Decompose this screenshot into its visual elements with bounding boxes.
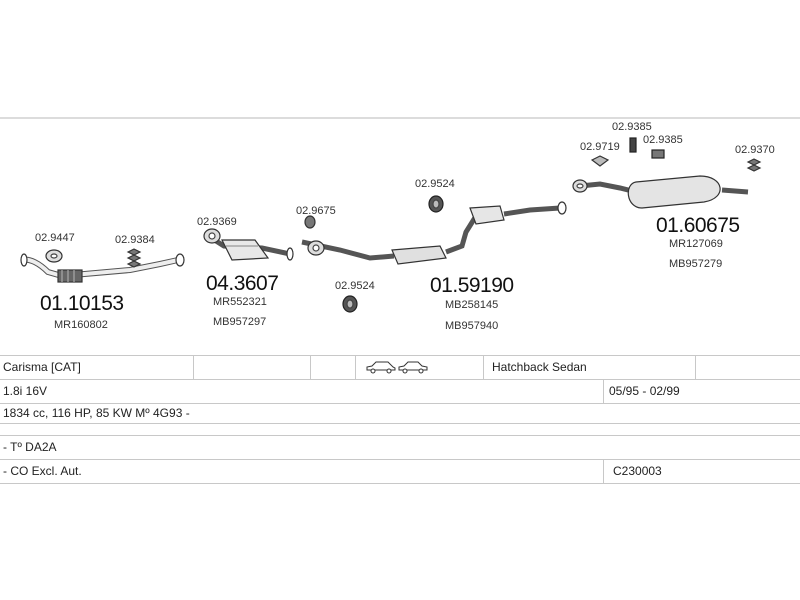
- part-reference: MB957940: [445, 320, 499, 332]
- spring-bolt-icon: [126, 248, 142, 268]
- part-reference: MB957279: [669, 258, 723, 270]
- exhaust-parts-drawing: [20, 137, 762, 313]
- table-divider: [695, 355, 696, 379]
- table-divider: [355, 355, 356, 379]
- model-name: Carisma [CAT]: [3, 360, 81, 374]
- fitting-code: 02.9524: [335, 280, 375, 292]
- fitting-code: 02.9370: [735, 144, 775, 156]
- table-divider: [483, 355, 484, 379]
- table-divider: [603, 459, 604, 483]
- rubber-hanger-icon: [651, 149, 665, 159]
- fitting-code: 02.9675: [296, 205, 336, 217]
- fitting-code: 02.9384: [115, 234, 155, 246]
- body-type-icons: [366, 355, 428, 379]
- body-type-label: Hatchback Sedan: [492, 360, 587, 374]
- table-divider: [0, 435, 800, 436]
- gasket-fitting-icon: [590, 155, 610, 167]
- front-pipe-part: [20, 253, 185, 283]
- table-divider: [0, 483, 800, 484]
- part-number: 01.10153: [40, 292, 124, 315]
- part-number: 01.60675: [656, 214, 740, 237]
- part-number: 04.3607: [206, 272, 279, 295]
- car-body-icons: [366, 361, 428, 374]
- table-row: 1.8i 16V 05/95 - 02/99: [0, 379, 800, 403]
- rubber-hanger-icon: [629, 137, 637, 153]
- rear-silencer-part: [572, 175, 749, 209]
- fitting-code: 02.9524: [415, 178, 455, 190]
- fitting-code: 02.9447: [35, 232, 75, 244]
- part-reference: MR552321: [213, 296, 267, 308]
- fitting-code: 02.9385: [612, 121, 652, 133]
- table-divider: [0, 459, 800, 460]
- part-reference: MR127069: [669, 238, 723, 250]
- middle-silencer-part: [301, 201, 567, 265]
- gasket-fitting-icon: [45, 249, 63, 263]
- part-reference: MB957297: [213, 316, 267, 328]
- table-divider: [0, 423, 800, 424]
- engine-specs: 1834 cc, 116 HP, 85 KW Mº 4G93 -: [3, 406, 190, 420]
- table-divider: [0, 355, 800, 356]
- production-years: 05/95 - 02/99: [609, 384, 680, 398]
- part-number: 01.59190: [430, 274, 514, 297]
- catalytic-converter-part: [203, 228, 294, 261]
- table-divider: [0, 403, 800, 404]
- sedan-car-icon: [398, 361, 428, 374]
- table-divider: [603, 379, 604, 403]
- table-row: Carisma [CAT] Hatchback Sedan: [0, 355, 800, 379]
- fitting-code: 02.9385: [643, 134, 683, 146]
- part-reference: MR160802: [54, 319, 108, 331]
- table-divider: [0, 379, 800, 380]
- rubber-hanger-icon: [342, 295, 358, 313]
- table-divider: [310, 355, 311, 379]
- table-row: - CO Excl. Aut. C230003: [0, 459, 800, 483]
- exhaust-diagram: 02.9447 02.9384 02.9369 02.9675 02.9524 …: [0, 117, 800, 357]
- table-row: - Tº DA2A: [0, 435, 800, 459]
- engine-label: 1.8i 16V: [3, 384, 48, 398]
- table-divider: [193, 355, 194, 379]
- fitting-code: 02.9719: [580, 141, 620, 153]
- fitting-code: 02.9369: [197, 216, 237, 228]
- table-row: 1834 cc, 116 HP, 85 KW Mº 4G93 -: [0, 403, 800, 423]
- reference-code: C230003: [613, 464, 662, 478]
- spring-bolt-icon: [746, 158, 762, 172]
- type-code: - Tº DA2A: [3, 440, 57, 454]
- hatchback-car-icon: [366, 361, 396, 374]
- rubber-hanger-icon: [428, 195, 444, 213]
- part-reference: MB258145: [445, 299, 499, 311]
- notes-label: - CO Excl. Aut.: [3, 464, 82, 478]
